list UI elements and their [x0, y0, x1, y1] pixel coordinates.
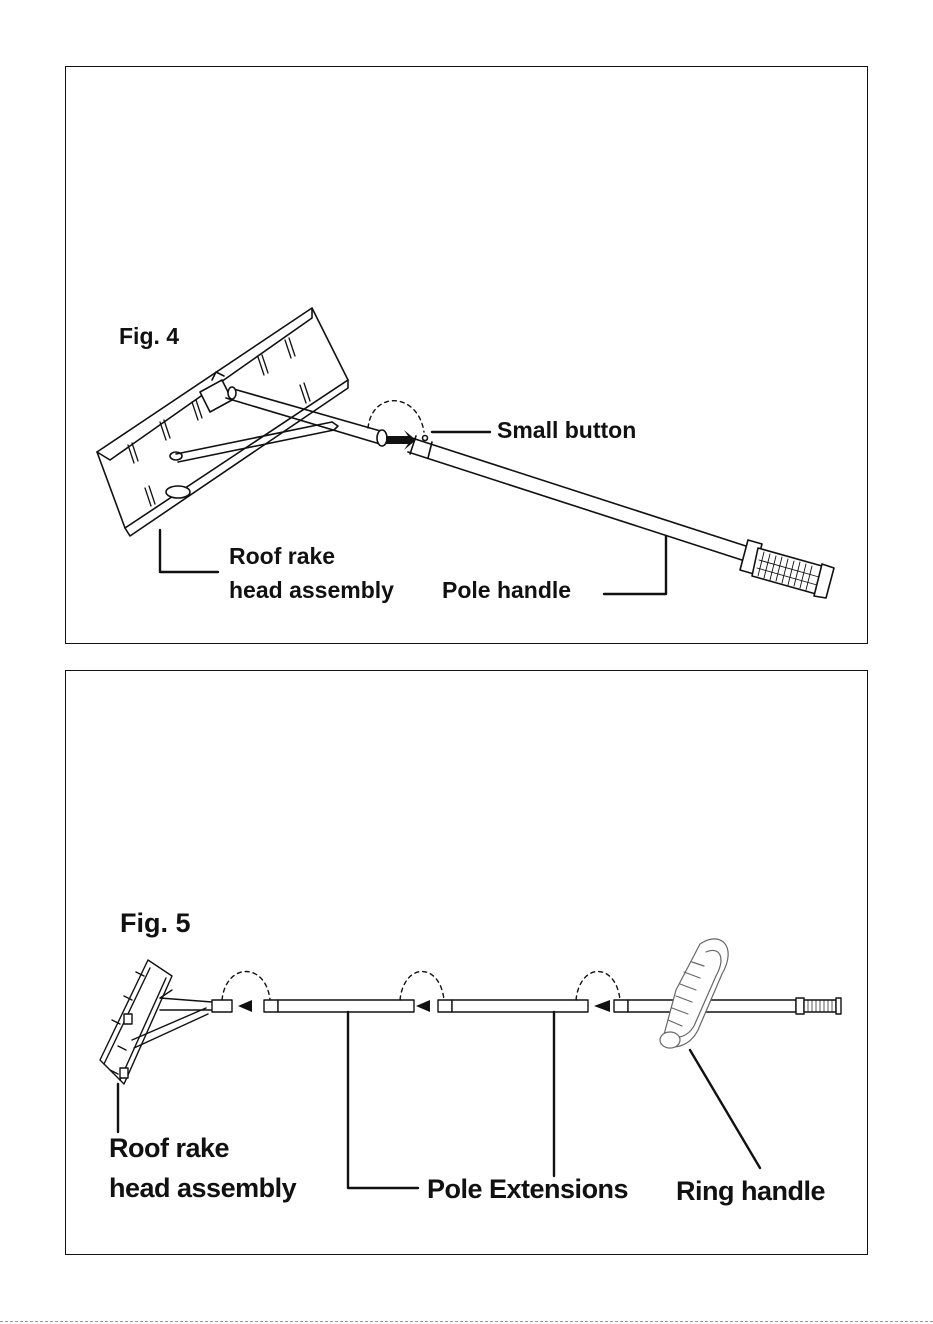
fig5-leader-extension-1 [348, 1012, 418, 1188]
fig5-arrow-3-icon [594, 1000, 610, 1012]
fig5-leader-ring-handle [690, 1050, 760, 1168]
page-bottom-edge [0, 1321, 933, 1322]
fig5-arc-2 [400, 972, 444, 1001]
fig5-extension-1-icon [278, 1000, 414, 1012]
fig5-pole-with-ring-handle-icon [614, 998, 841, 1014]
fig5-stub-icon [212, 1000, 232, 1012]
fig5-extension-2-icon [452, 1000, 588, 1012]
fig5-arrow-2-icon [416, 1000, 430, 1012]
fig5-arrow-1-icon [238, 1000, 252, 1012]
fig5-ring-handle-icon [660, 939, 728, 1048]
fig5-label-rake-head-line2: head assembly [109, 1175, 296, 1202]
fig5-arc-3 [576, 972, 620, 1001]
fig5-label-rake-head-line1: Roof rake [109, 1135, 229, 1162]
fig5-rake-head-icon [100, 960, 212, 1084]
fig5-title: Fig. 5 [120, 910, 191, 937]
fig5-label-pole-extensions: Pole Extensions [427, 1176, 628, 1203]
fig5-arc-1 [222, 972, 270, 1001]
fig5-label-ring-handle: Ring handle [676, 1178, 825, 1205]
